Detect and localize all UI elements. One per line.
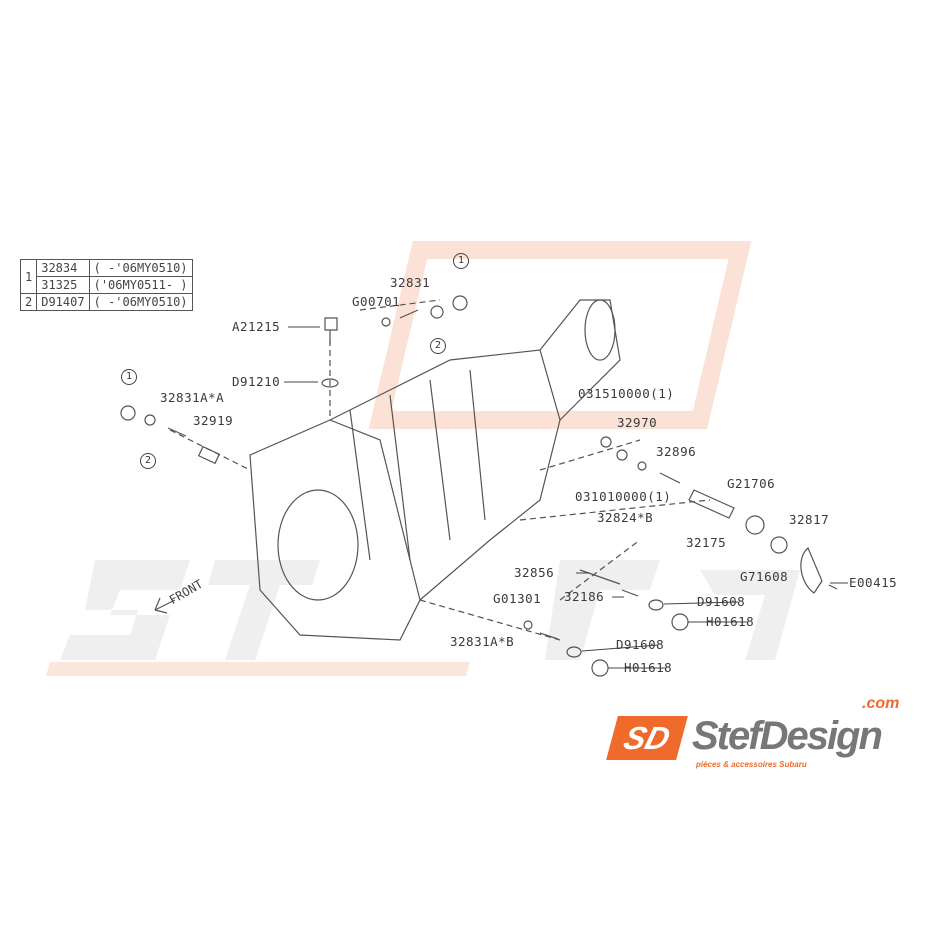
- marker-cell: 1: [19, 259, 38, 294]
- model-range: ( -'06MY0510): [88, 293, 193, 311]
- callout-g71608[interactable]: G71608: [740, 569, 789, 584]
- callout-32831a-a[interactable]: 32831A*A: [160, 390, 225, 405]
- watermark-sd-mark: [368, 241, 752, 429]
- watermark-brand-letters: [60, 560, 800, 660]
- marker-2: 2: [430, 338, 446, 354]
- callout-32919[interactable]: 32919: [193, 413, 234, 428]
- callout-d91608[interactable]: D91608: [697, 594, 746, 609]
- callout-32175[interactable]: 32175: [686, 535, 727, 550]
- marker-1: 1: [121, 369, 137, 385]
- part-number: 32834: [36, 259, 90, 277]
- callout-32831[interactable]: 32831: [390, 275, 431, 290]
- callout-32896[interactable]: 32896: [656, 444, 697, 459]
- model-range: ('06MY0511- ): [88, 276, 193, 294]
- callout-h01618[interactable]: H01618: [624, 660, 673, 675]
- logo-tagline: pièces & accessoires Subaru: [696, 760, 807, 769]
- callout-32824-b[interactable]: 32824*B: [597, 510, 654, 525]
- stefdesign-logo[interactable]: SD StefDesign .com pièces & accessoires …: [606, 696, 922, 772]
- marker-1: 1: [453, 253, 469, 269]
- callout-d91608[interactable]: D91608: [616, 637, 665, 652]
- table-row: 1 32834 ( -'06MY0510): [19, 259, 193, 294]
- callout-32817[interactable]: 32817: [789, 512, 830, 527]
- model-range: ( -'06MY0510): [88, 259, 193, 277]
- marker-cell: 2: [19, 293, 38, 311]
- callout-g00701[interactable]: G00701: [352, 294, 401, 309]
- callout-32186[interactable]: 32186: [564, 589, 605, 604]
- logo-name: StefDesign: [692, 714, 883, 758]
- logo-mark: SD: [606, 716, 688, 760]
- callout-d91210[interactable]: D91210: [232, 374, 281, 389]
- table-row: 31325 ('06MY0511- ): [21, 276, 193, 294]
- callout-031010000[interactable]: 031010000(1): [575, 489, 672, 504]
- table-row: 2 D91407 ( -'06MY0510): [19, 293, 193, 311]
- bellhousing: [249, 419, 421, 641]
- case-body: [329, 349, 561, 601]
- logo-com: .com: [862, 695, 900, 712]
- callout-32831a-b[interactable]: 32831A*B: [450, 634, 515, 649]
- callout-32856[interactable]: 32856: [514, 565, 555, 580]
- callout-g01301[interactable]: G01301: [493, 591, 542, 606]
- watermark-tagline-band: [46, 662, 470, 676]
- callout-32970[interactable]: 32970: [617, 415, 658, 430]
- part-number: 31325: [36, 276, 90, 294]
- callout-g21706[interactable]: G21706: [727, 476, 776, 491]
- extension-housing: [539, 299, 621, 421]
- callout-031510000[interactable]: 031510000(1): [578, 386, 675, 401]
- reference-table: 1 32834 ( -'06MY0510) 31325 ('06MY0511- …: [19, 259, 193, 311]
- callout-a21215[interactable]: A21215: [232, 319, 281, 334]
- marker-2: 2: [140, 453, 156, 469]
- part-number: D91407: [36, 293, 90, 311]
- callout-h01618[interactable]: H01618: [706, 614, 755, 629]
- callout-e00415[interactable]: E00415: [849, 575, 898, 590]
